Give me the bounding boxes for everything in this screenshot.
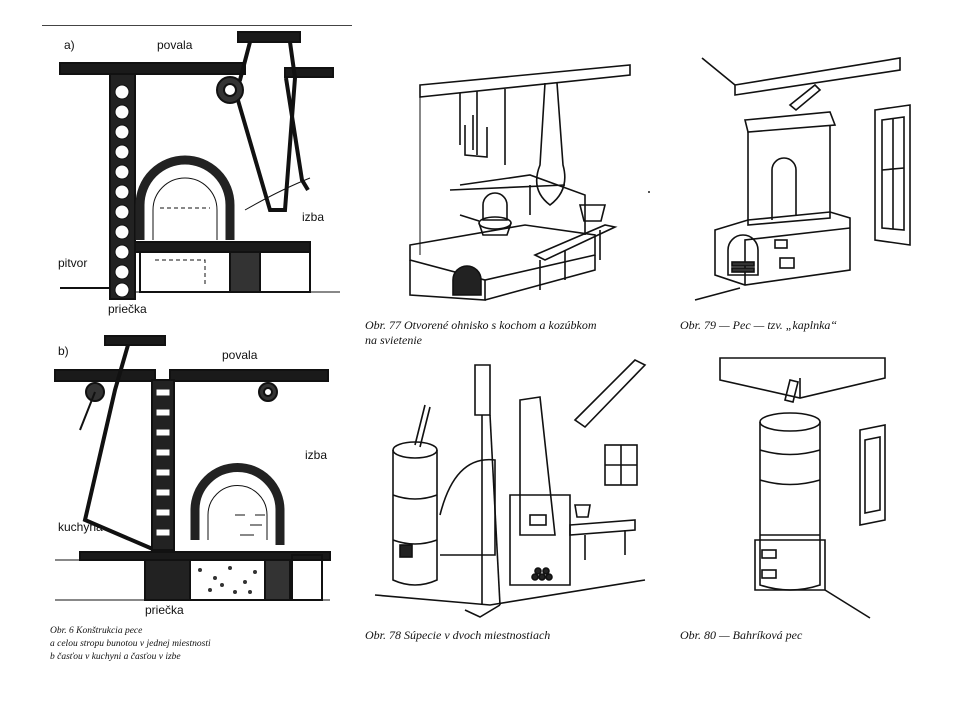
fig6b-povala-label: povala [222, 348, 258, 362]
fig6-caption-line2: a celou stropu bunotou v jednej miestnos… [50, 639, 211, 649]
stray-mark [648, 191, 650, 193]
fig80-illustration [719, 357, 886, 619]
fig6-caption-line3: b časťou v kuchyni a časťou v izbe [50, 652, 181, 662]
fig6b-drawing: b) povala izba kuchyňa priečka [40, 330, 360, 620]
fig6-caption-line1: Obr. 6 Konštrukcia pece [50, 626, 143, 636]
fig79-illustration [694, 57, 911, 301]
fig6a-pitvor-label: pitvor [58, 256, 88, 270]
fig79-drawing [690, 50, 915, 305]
top-rule [42, 25, 352, 26]
fig78-caption: Obr. 78 Súpecie v dvoch miestnostiach [365, 628, 551, 642]
fig77-drawing [365, 55, 650, 305]
fig80-drawing [700, 350, 915, 620]
fig6a-illustration [59, 31, 340, 300]
fig78-drawing [370, 355, 650, 620]
fig6b-letter: b) [58, 344, 69, 358]
fig6a-povala-label: povala [157, 38, 193, 52]
fig6a-izba-label: izba [302, 210, 325, 224]
fig80-caption: Obr. 80 — Bahríková pec [680, 628, 803, 642]
fig78-illustration [374, 359, 647, 618]
fig6a-priecka-label: priečka [108, 302, 147, 316]
fig77-caption-line2: na svietenie [365, 333, 422, 347]
fig79-caption: Obr. 79 — Pec — tzv. „kaplnka“ [680, 318, 838, 332]
fig6a-letter: a) [64, 38, 75, 52]
fig77-caption-line1: Obr. 77 Otvorené ohnisko s kochom a kozú… [365, 318, 597, 332]
fig6b-kuchyna-label: kuchyňa [58, 520, 103, 534]
fig6a-drawing: a) povala izba pitvor priečka [40, 30, 360, 316]
fig6b-priecka-label: priečka [145, 603, 184, 617]
fig77-illustration [409, 64, 631, 301]
fig6b-izba-label: izba [305, 448, 328, 462]
fig6b-illustration [54, 335, 331, 601]
